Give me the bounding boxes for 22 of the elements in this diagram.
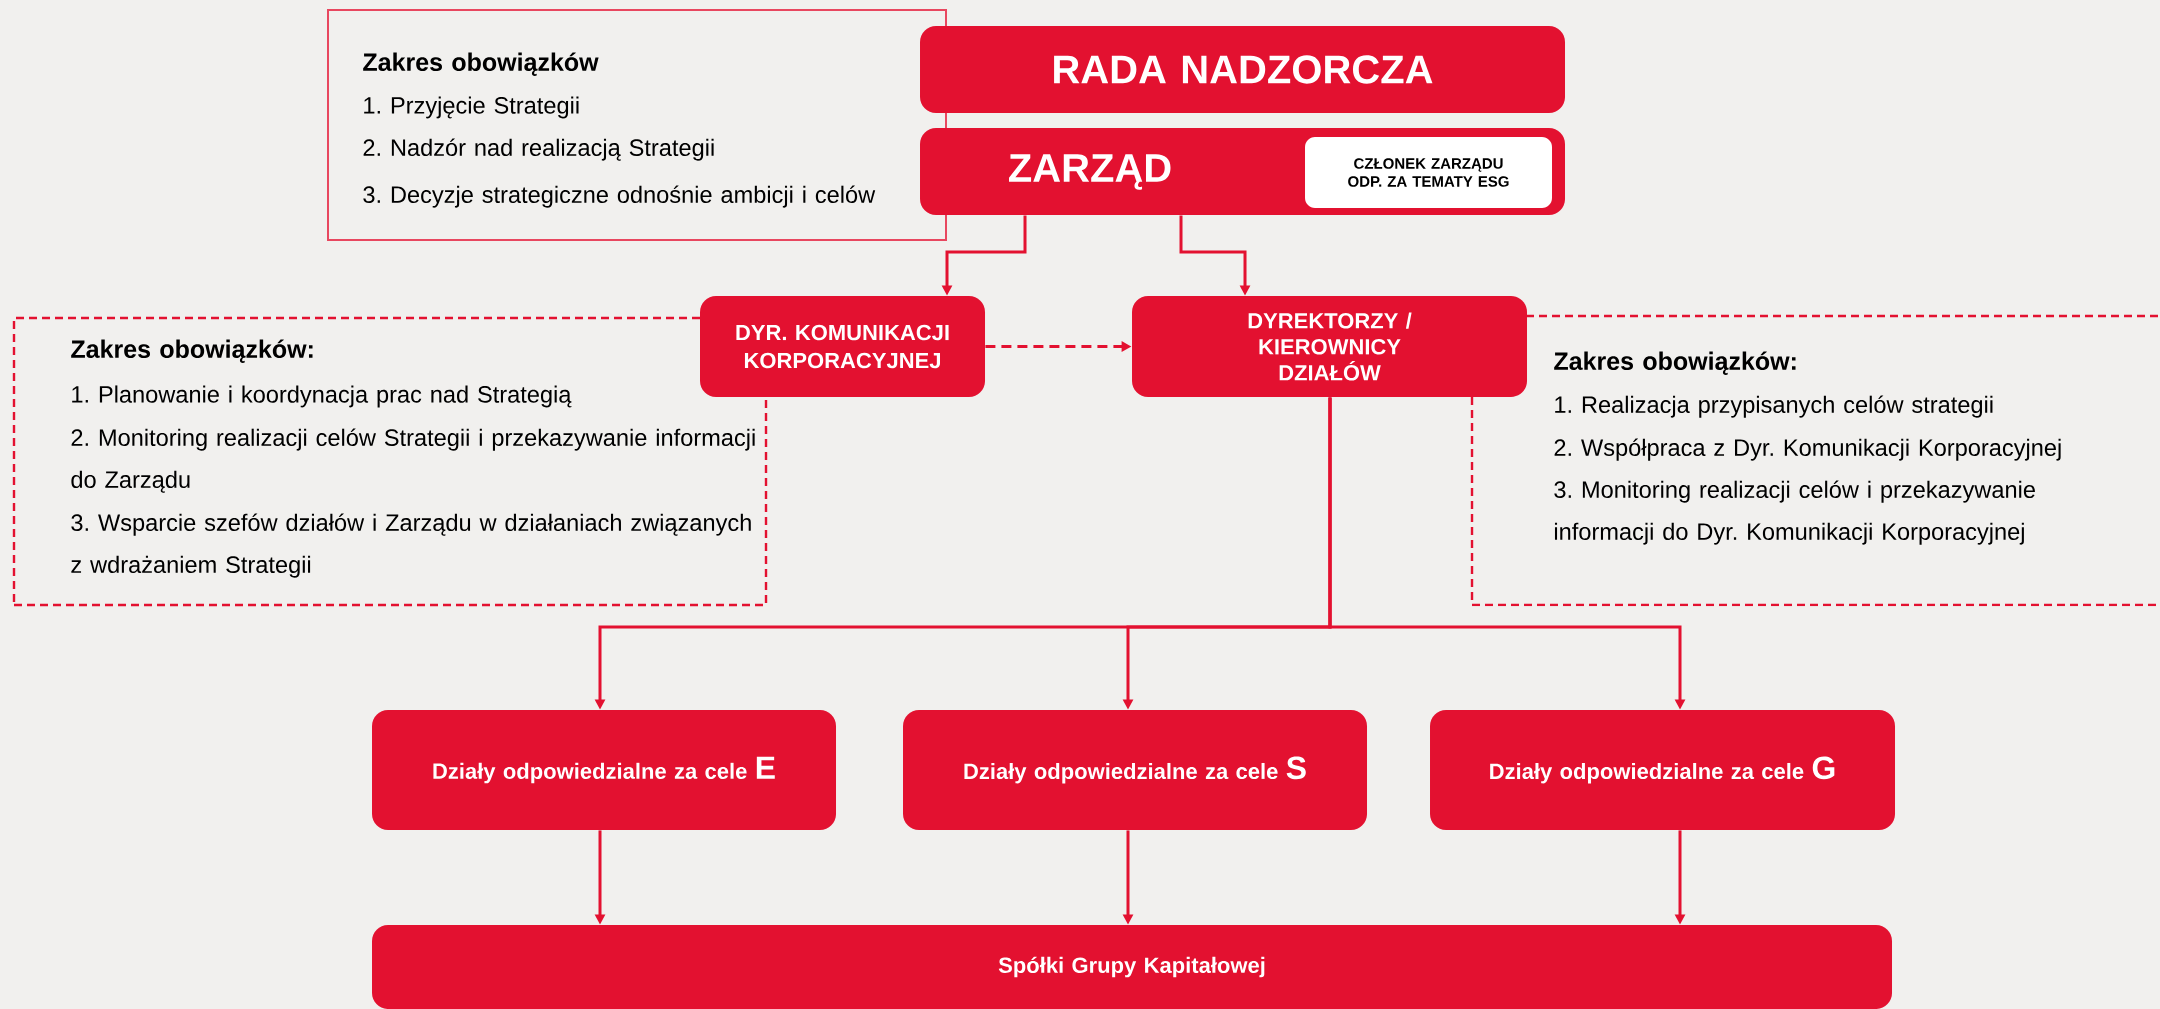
list-item: 3. Wsparcie szefów działów i Zarządu w działaniach związanych z wdrażaniem Strategii <box>71 513 751 578</box>
list-heading: Zakres obowiązków <box>363 52 599 76</box>
org-box: Działy odpowiedzialne za cele E <box>372 710 836 830</box>
org-box: DYR. KOMUNIKACJI KORPORACYJNEJ <box>700 296 985 397</box>
list-item: 3. Decyzje strategiczne odnośnie ambicji i celów <box>363 185 876 208</box>
list-item: 1. Przyjęcie Strategii <box>364 96 579 119</box>
list-heading: Zakres obowiązków: <box>71 339 313 363</box>
list-item: 1. Planowanie i koordynacja prac nad Strategią <box>72 385 572 408</box>
list-item: 2. Współpraca z Dyr. Komunikacji Korporacyjnej <box>1554 438 2061 461</box>
note-box: CZŁONEK ZARZĄDU ODP. ZA TEMATY ESG <box>1305 137 1552 208</box>
org-box: Działy odpowiedzialne za cele G <box>1430 710 1895 830</box>
org-box: DYREKTORZY / KIEROWNICY DZIAŁÓW <box>1132 296 1527 397</box>
org-box: Działy odpowiedzialne za cele S <box>903 710 1367 830</box>
org-box: Spółki Grupy Kapitałowej <box>372 925 1892 1009</box>
responsibility-box <box>327 9 947 241</box>
title-box: RADA NADZORCZA <box>920 26 1565 113</box>
responsibility-box <box>1470 314 2158 607</box>
list-item: 3. Monitoring realizacji celów i przekazywanie informacji do Dyr. Komunikacji Korporacyjnej <box>1554 480 2035 545</box>
list-item: 1. Realizacja przypisanych celów strategii <box>1555 395 1993 418</box>
list-item: 2. Monitoring realizacji celów Strategii i przekazywanie informacji do Zarządu <box>71 428 755 493</box>
list-heading: Zakres obowiązków: <box>1554 351 1796 375</box>
list-item: 2. Nadzór nad realizacją Strategii <box>363 138 714 161</box>
